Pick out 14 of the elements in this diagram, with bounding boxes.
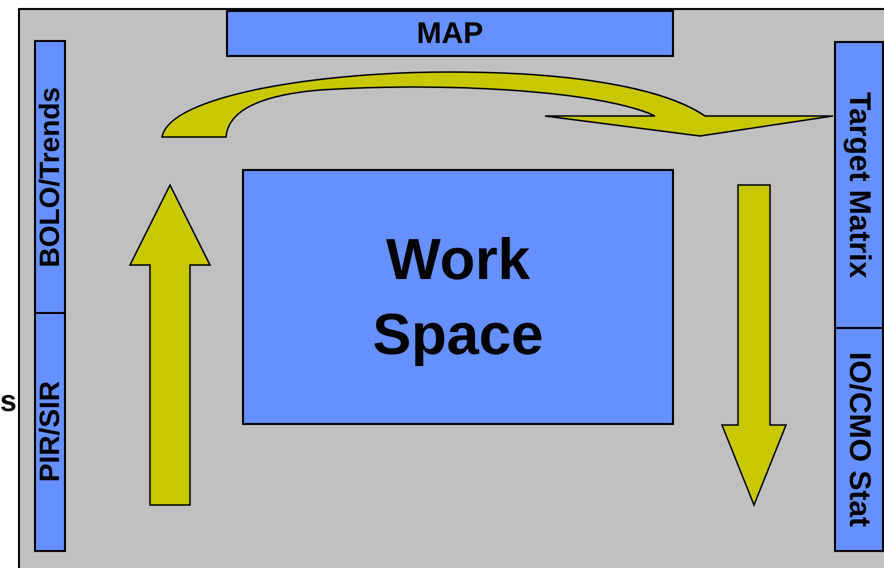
node-label: Work Space: [372, 226, 544, 369]
side-panel: [834, 327, 884, 552]
side-panel: [34, 312, 66, 552]
node-label: PIR/SIR: [34, 381, 66, 483]
workspace-box: [242, 169, 674, 425]
curved-arrow: [161, 71, 834, 138]
node-label: MAP: [416, 16, 484, 50]
side-panel: [34, 40, 66, 314]
map-bar: [226, 10, 674, 57]
node-label: BOLO/Trends: [34, 86, 66, 268]
node-label: Target Matrix: [842, 92, 876, 278]
side-panel: [834, 41, 884, 329]
text-fragment: s: [0, 384, 17, 420]
node-label: IO/CMO Stat: [842, 352, 876, 527]
